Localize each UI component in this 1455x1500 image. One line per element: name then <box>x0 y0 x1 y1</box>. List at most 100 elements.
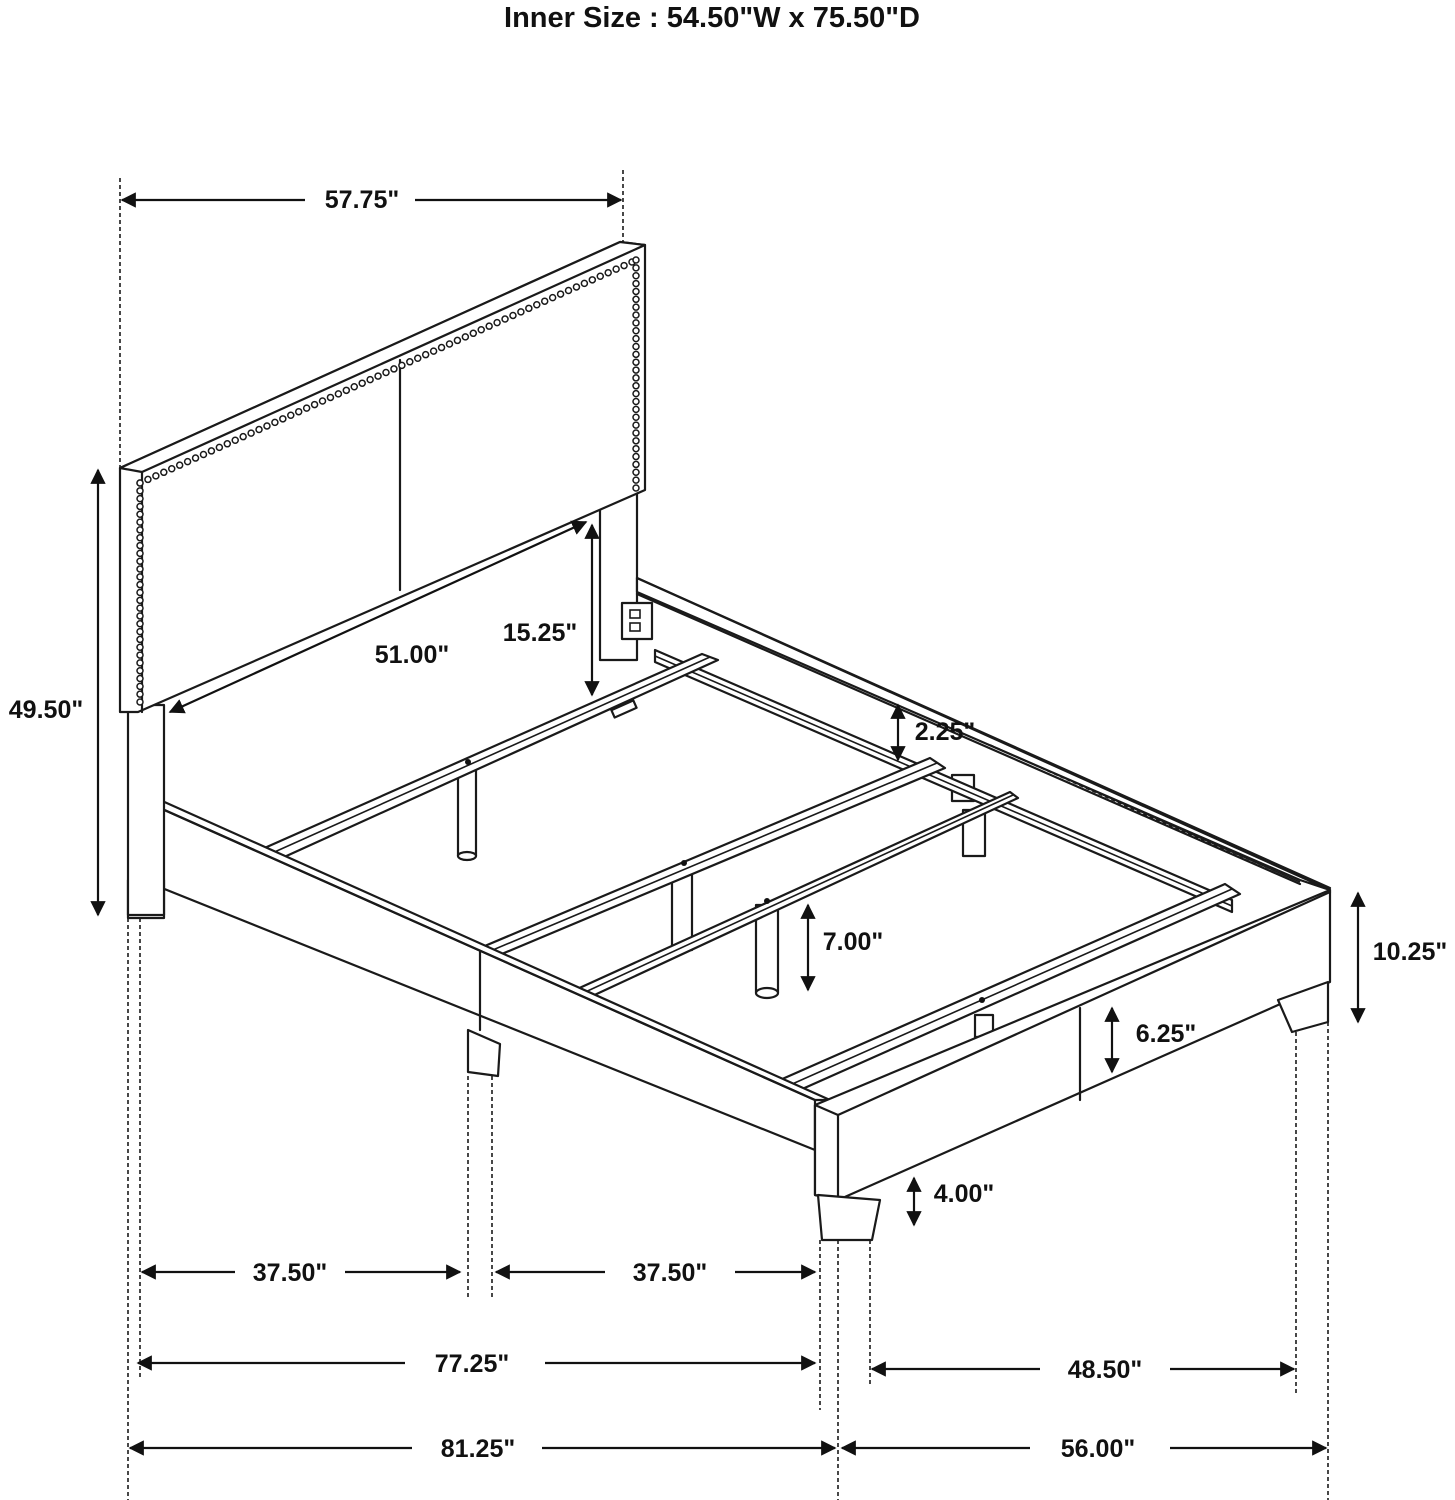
nailhead-stud <box>136 612 144 620</box>
nailhead-stud <box>191 454 200 462</box>
nailhead-stud <box>136 502 144 511</box>
nailhead-stud <box>358 379 366 387</box>
nailhead-stud <box>632 256 640 264</box>
nailhead-stud <box>493 318 501 327</box>
nailhead-stud <box>612 265 620 273</box>
nailhead-stud <box>632 444 640 453</box>
nailhead-stud <box>632 342 640 351</box>
nailhead-stud <box>406 358 414 366</box>
nailhead-stud <box>632 437 640 445</box>
nailhead-trim <box>136 256 640 706</box>
total-height-label: 49.50" <box>9 696 83 724</box>
headboard-panel-height-label: 15.25" <box>503 619 577 647</box>
center-support-height-label: 7.00" <box>823 928 884 956</box>
nailhead-stud <box>632 484 640 492</box>
nailhead-stud <box>302 404 311 412</box>
nailhead-stud <box>160 468 168 477</box>
nailhead-stud <box>632 327 640 335</box>
nailhead-stud <box>632 279 640 288</box>
nailhead-stud <box>632 460 640 469</box>
nailhead-stud <box>231 436 239 444</box>
center-support-legs <box>456 768 987 1000</box>
overall-length-label: 81.25" <box>441 1435 515 1463</box>
nailhead-stud <box>136 682 144 691</box>
nailhead-stud <box>572 283 581 291</box>
nailhead-stud <box>374 372 382 380</box>
nailhead-stud <box>437 343 446 352</box>
nailhead-stud <box>136 494 144 503</box>
nailhead-stud <box>136 487 144 495</box>
footboard <box>813 888 1332 1202</box>
inner-length-label: 77.25" <box>435 1350 509 1378</box>
nailhead-stud <box>239 432 247 441</box>
nailhead-stud <box>632 366 640 374</box>
nailhead-stud <box>632 476 640 484</box>
nailhead-stud <box>136 534 144 542</box>
nailhead-stud <box>632 405 640 414</box>
nailhead-stud <box>429 347 438 355</box>
nailhead-stud <box>215 443 224 452</box>
nailhead-stud <box>533 301 541 309</box>
nailhead-stud <box>136 627 144 636</box>
nailhead-stud <box>632 468 640 477</box>
overall-width-label: 56.00" <box>1061 1435 1135 1463</box>
nailhead-stud <box>136 620 144 628</box>
headboard-inner-width-label: 51.00" <box>375 641 449 669</box>
nailhead-stud <box>136 518 144 526</box>
nailhead-stud <box>350 383 359 391</box>
nailhead-stud <box>223 440 232 448</box>
nailhead-stud <box>136 510 144 519</box>
nailhead-stud <box>136 580 144 589</box>
nailhead-stud <box>136 659 144 667</box>
nailhead-stud <box>632 389 640 398</box>
nailhead-stud <box>632 382 640 390</box>
cross-slats <box>258 652 1242 1092</box>
headboard-width-label: 57.75" <box>325 186 399 214</box>
nailhead-stud <box>366 375 374 384</box>
nailhead-stud <box>136 666 144 675</box>
nailhead-stud <box>453 336 462 345</box>
nailhead-stud <box>136 573 144 581</box>
nailhead-stud <box>279 415 287 423</box>
nailhead-stud <box>413 354 422 362</box>
nailhead-stud <box>632 429 640 437</box>
nailhead-stud <box>263 422 271 430</box>
slat-height-label: 2.25" <box>915 718 976 746</box>
nailhead-stud <box>136 549 144 558</box>
center-rail <box>653 648 1234 914</box>
nailhead-stud <box>152 472 160 480</box>
nailhead-stud <box>588 276 597 284</box>
nailhead-stud <box>632 311 640 319</box>
nailhead-stud <box>318 397 327 405</box>
footboard-height-label: 10.25" <box>1373 938 1447 966</box>
nailhead-stud <box>632 264 640 272</box>
nailhead-stud <box>136 643 144 651</box>
dimension-lines: 57.75" 49.50" 15.25" 51.00" 2.25" 7.00" … <box>0 170 1447 1500</box>
leg-height-label: 4.00" <box>934 1180 995 1208</box>
nailhead-stud <box>136 565 144 573</box>
nailhead-stud <box>477 325 485 334</box>
nailhead-stud <box>517 308 525 316</box>
nailhead-stud <box>207 447 216 455</box>
nailhead-stud <box>326 393 335 402</box>
nailhead-stud <box>632 287 640 296</box>
nailhead-stud <box>564 286 573 295</box>
nailhead-stud <box>632 397 640 406</box>
nailhead-stud <box>199 450 208 459</box>
nailhead-stud <box>398 361 406 370</box>
nailhead-stud <box>501 315 509 323</box>
nailhead-stud <box>334 390 343 398</box>
nailhead-stud <box>461 333 470 341</box>
nailhead-stud <box>294 407 303 416</box>
nailhead-stud <box>136 690 144 698</box>
rail-segment-2-label: 37.50" <box>633 1259 707 1287</box>
nailhead-stud <box>382 368 390 377</box>
rail-segment-1-label: 37.50" <box>253 1259 327 1287</box>
nailhead-stud <box>632 358 640 366</box>
nailhead-stud <box>632 413 640 421</box>
headboard-post-left <box>126 703 166 917</box>
nailhead-stud <box>183 457 192 466</box>
nailhead-stud <box>632 319 640 327</box>
nailhead-stud <box>632 271 640 280</box>
